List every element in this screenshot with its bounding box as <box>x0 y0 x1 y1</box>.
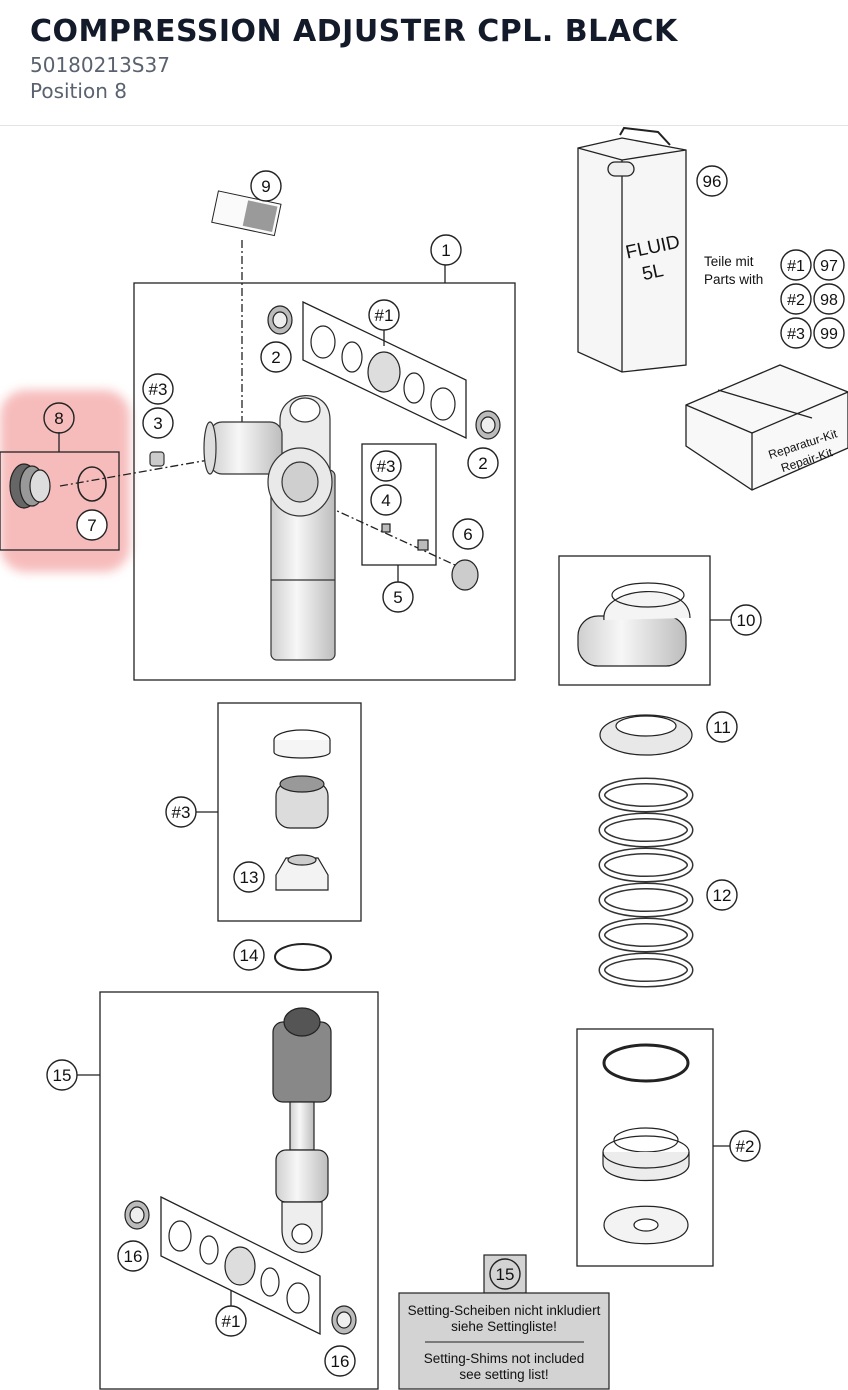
shock-body <box>149 395 336 661</box>
legend-label: 98 <box>820 292 838 309</box>
shock-assembly-frame <box>133 282 516 681</box>
callout-c-h1-top: #1 <box>368 299 400 331</box>
callout-label: #3 <box>377 457 396 476</box>
callout-c3: 3 <box>142 407 174 439</box>
callout-label: 16 <box>124 1247 143 1266</box>
repair-kit-box: Reparatur-Kit Repair-Kit <box>685 364 848 491</box>
part-position: Position 8 <box>30 79 127 103</box>
kit-2-parts <box>602 1043 690 1245</box>
callout-c16a: 16 <box>117 1240 149 1272</box>
callout-label: 2 <box>271 348 280 367</box>
callout-c1: 1 <box>430 234 462 266</box>
callout-label: #1 <box>375 306 394 325</box>
callout-c-h3-left: #3 <box>142 373 174 405</box>
setting-note-box <box>398 1292 610 1390</box>
callout-label: #2 <box>736 1137 755 1156</box>
callout-label: 5 <box>393 588 402 607</box>
part-header: COMPRESSION ADJUSTER CPL. BLACK 50180213… <box>0 0 848 126</box>
legend-part-3: 99 <box>813 317 845 349</box>
part-12-spring <box>598 777 694 988</box>
part-10-reservoir <box>577 582 691 667</box>
legend-part-1: 97 <box>813 249 845 281</box>
callout-c96: 96 <box>696 165 728 197</box>
part-14-ring <box>274 943 332 971</box>
callout-c-h2: #2 <box>729 1130 761 1162</box>
fluid-can-volume: 5L <box>640 260 665 285</box>
callout-label: #3 <box>172 803 191 822</box>
callout-label: 1 <box>441 241 450 260</box>
note-en-line2: see setting list! <box>459 1367 548 1382</box>
callout-c10: 10 <box>730 604 762 636</box>
callout-label: 2 <box>478 454 487 473</box>
kit-1-bottom-strip <box>160 1195 321 1336</box>
callout-label: 10 <box>737 611 756 630</box>
callout-c8[interactable]: 8 <box>43 402 75 434</box>
callout-label: 11 <box>713 718 731 737</box>
part-6-cap <box>451 559 479 591</box>
callout-label: 15 <box>53 1066 72 1085</box>
callout-c11: 11 <box>706 711 738 743</box>
legend-label: 97 <box>820 258 838 275</box>
legend-label: 99 <box>820 326 838 343</box>
legend-kit-2: #2 <box>780 283 812 315</box>
part-5-box <box>361 443 437 566</box>
kit-3-parts <box>273 729 331 891</box>
callout-label: #1 <box>222 1312 241 1331</box>
callout-label: 4 <box>381 491 390 510</box>
part-15-box <box>99 991 379 1390</box>
callout-c15: 15 <box>46 1059 78 1091</box>
callout-c7: 7 <box>76 509 108 541</box>
callout-label: 3 <box>153 414 162 433</box>
callout-layer: 9 1 96 #1 2 2 #3 3 8 7 #3 4 6 5 10 11 12 #3 13 14 15 16 16 #1 #2… <box>43 165 762 1377</box>
note-en-line1: Setting-Shims not included <box>424 1351 585 1366</box>
part-9-sticker <box>211 190 282 237</box>
callout-c14: 14 <box>233 939 265 971</box>
callout-c15-note: 15 <box>489 1258 521 1290</box>
compression-adjuster-part-8[interactable] <box>9 463 107 509</box>
callout-label: 96 <box>703 172 722 191</box>
exploded-parts-diagram: FLUID 5L Reparatur-Kit Repair-Kit <box>0 126 848 1390</box>
fluid-can: FLUID 5L <box>577 126 687 373</box>
callout-label: 12 <box>713 886 732 905</box>
callout-label: 15 <box>496 1265 515 1284</box>
legend-part-2: 98 <box>813 283 845 315</box>
callout-c-h3-kit: #3 <box>165 796 197 828</box>
kit-1-bottom-parts <box>124 1200 357 1335</box>
callout-c5: 5 <box>382 581 414 613</box>
legend-kit-3: #3 <box>780 317 812 349</box>
legend-kit-1: #1 <box>780 249 812 281</box>
callout-c4: 4 <box>370 484 402 516</box>
callout-c6: 6 <box>452 518 484 550</box>
callout-label: 8 <box>54 409 63 428</box>
callout-label: 13 <box>240 868 259 887</box>
callout-c-h3-mid: #3 <box>370 450 402 482</box>
note-de-line1: Setting-Scheiben nicht inkludiert <box>408 1303 601 1318</box>
callout-label: 7 <box>87 516 96 535</box>
callout-label: 14 <box>240 946 259 965</box>
part-number: 50180213S37 <box>30 53 170 77</box>
callout-label: #3 <box>149 380 168 399</box>
legend-layer: #1 97 #2 98 #3 99 <box>780 249 845 349</box>
legend-label-en: Parts with <box>704 272 763 287</box>
callout-c13: 13 <box>233 861 265 893</box>
kit-1-top-strip <box>302 300 467 440</box>
callout-c2b: 2 <box>467 447 499 479</box>
legend-label: #1 <box>787 258 805 275</box>
legend-label-de: Teile mit <box>704 254 754 269</box>
part-15-piston-rod <box>272 1007 332 1254</box>
part-title: COMPRESSION ADJUSTER CPL. BLACK <box>30 14 678 49</box>
callout-c12: 12 <box>706 879 738 911</box>
kit-2-box <box>576 1028 714 1267</box>
callout-label: 9 <box>261 177 270 196</box>
callout-c9: 9 <box>250 170 282 202</box>
legend-label: #3 <box>787 326 805 343</box>
legend-label: #2 <box>787 292 805 309</box>
callout-label: 16 <box>331 1352 350 1371</box>
callout-c2a: 2 <box>260 341 292 373</box>
callout-c-h1-bottom: #1 <box>215 1305 247 1337</box>
callout-c16b: 16 <box>324 1345 356 1377</box>
note-de-line2: siehe Settingliste! <box>451 1319 557 1334</box>
part-11-spring-seat <box>599 714 693 756</box>
callout-label: 6 <box>463 525 472 544</box>
